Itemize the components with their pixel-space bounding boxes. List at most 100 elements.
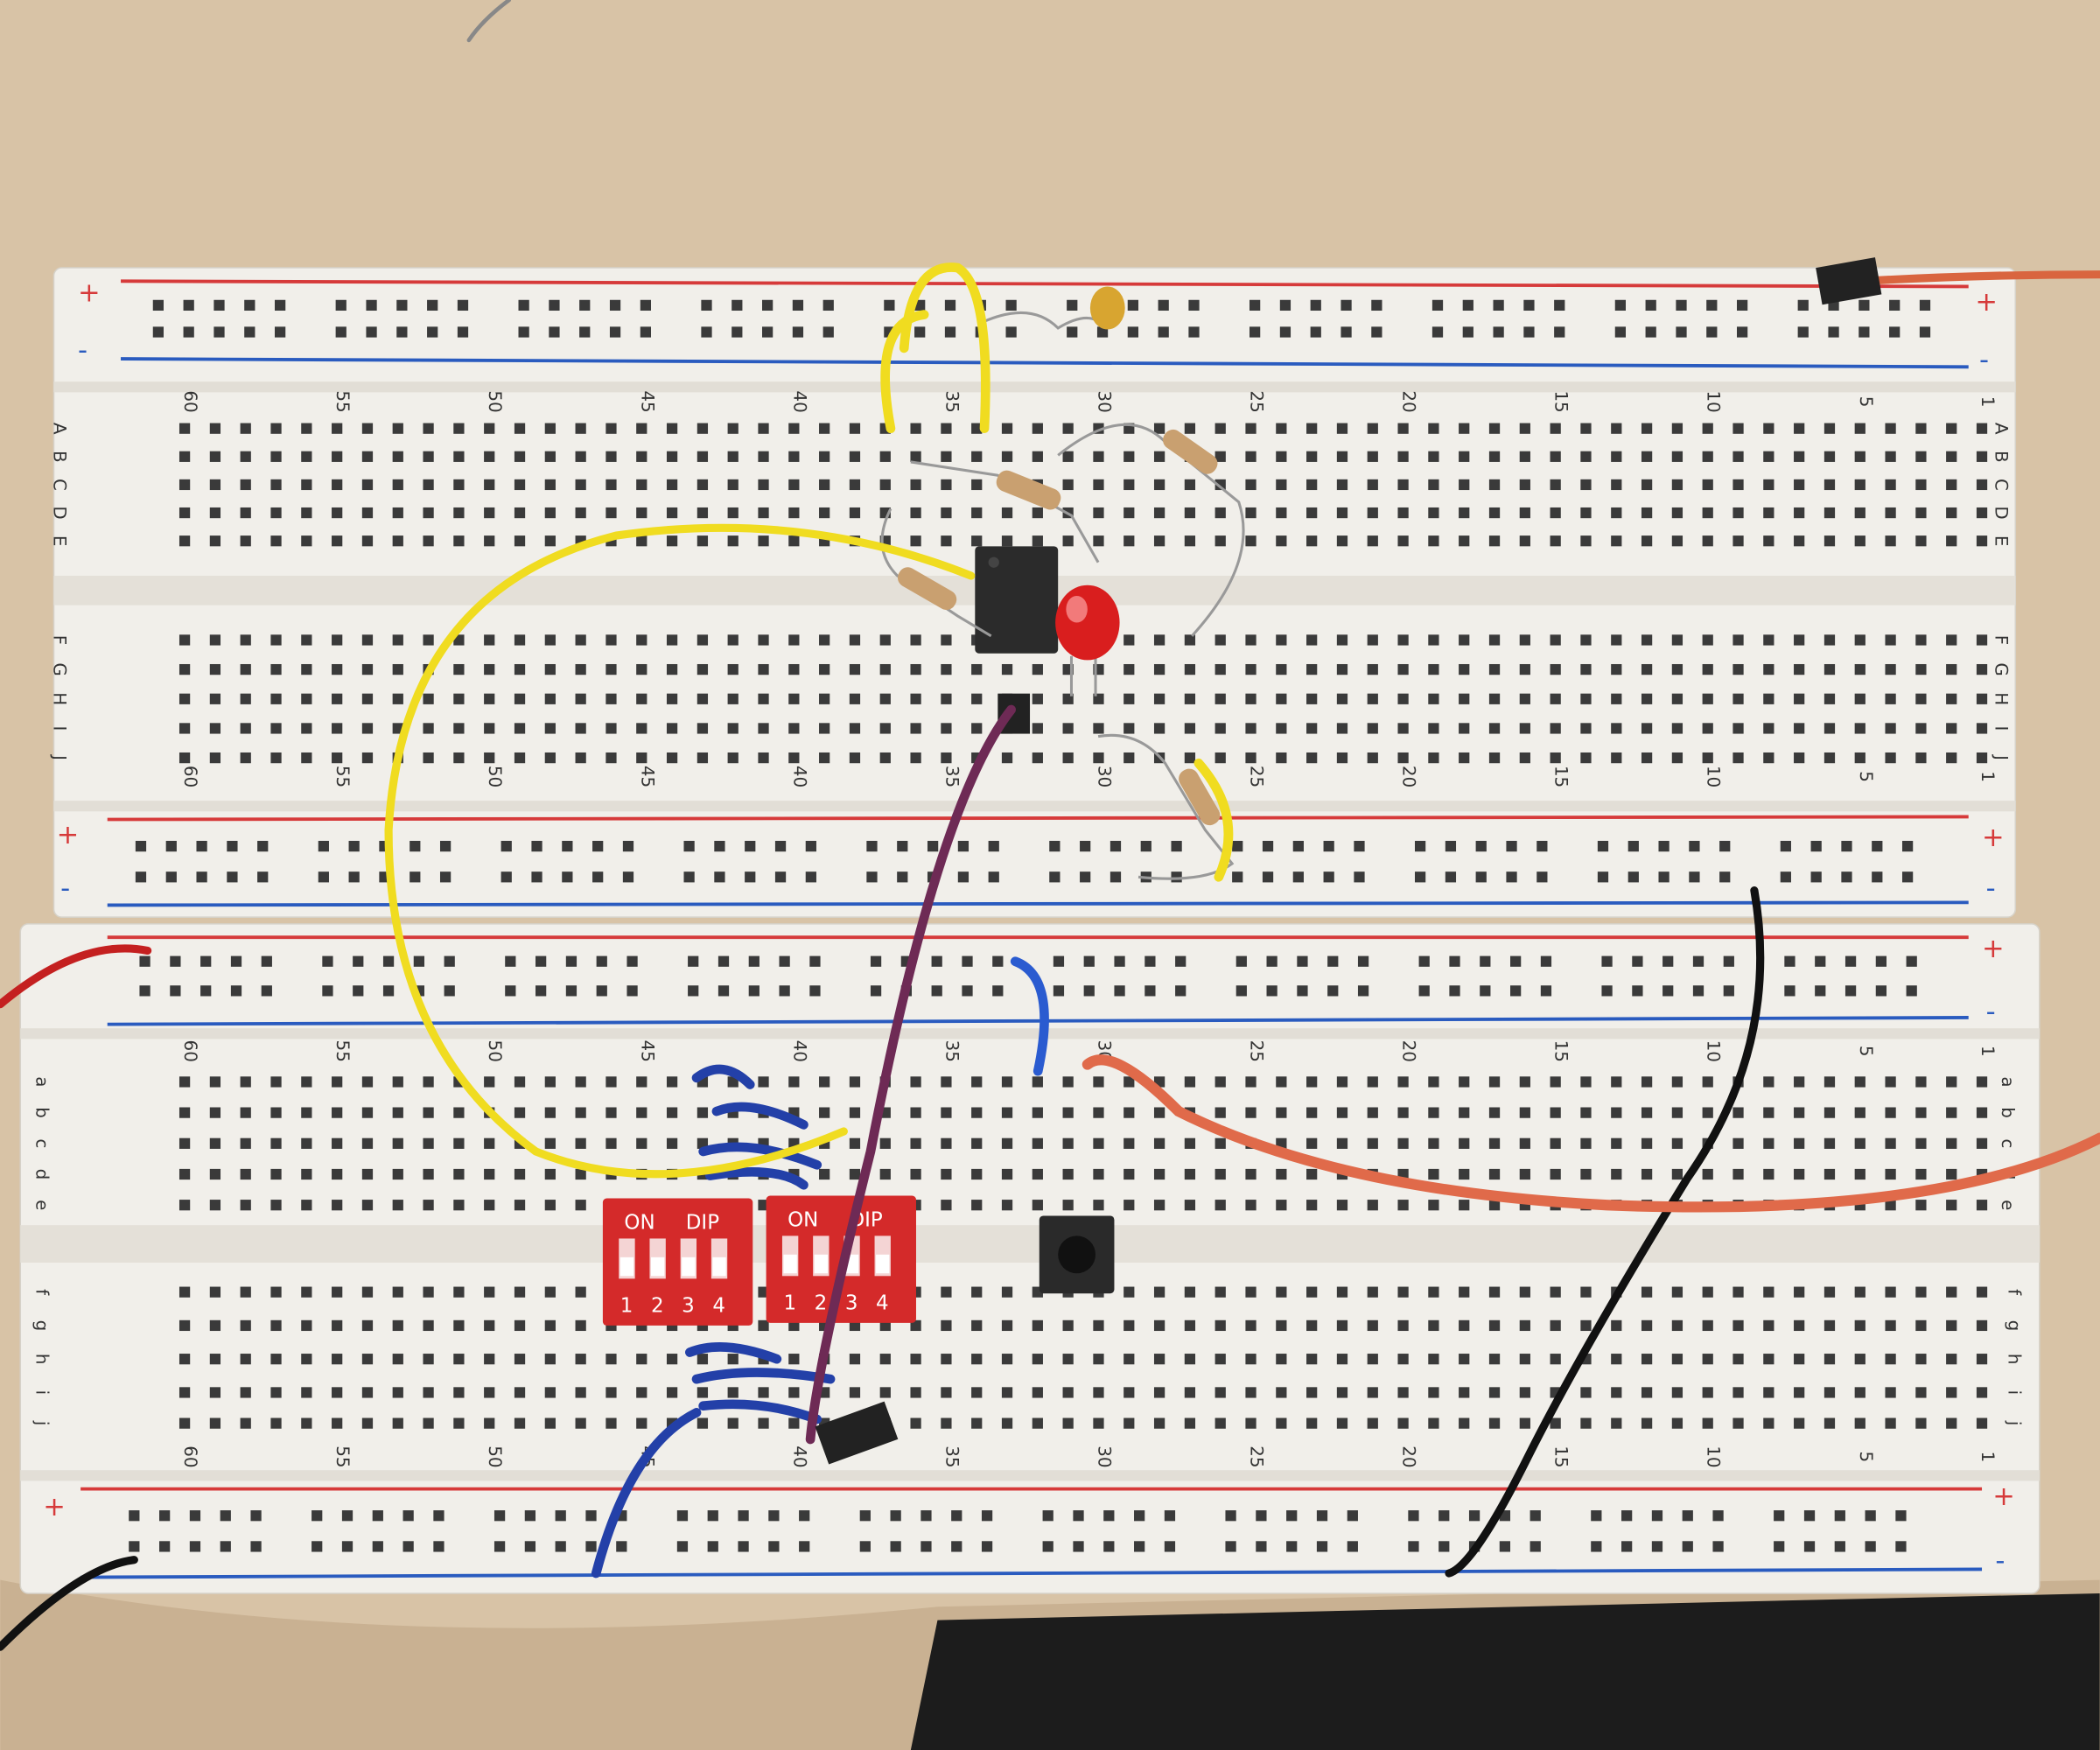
hole	[1671, 723, 1684, 734]
hole	[1580, 693, 1592, 704]
hole	[788, 451, 800, 462]
hole	[209, 479, 221, 491]
hole	[484, 1076, 495, 1088]
hole	[514, 723, 526, 734]
hole	[209, 1354, 221, 1365]
hole	[453, 1168, 465, 1180]
hole	[1214, 1168, 1226, 1180]
hole	[178, 752, 191, 764]
column-number: 10	[1704, 766, 1724, 788]
hole	[392, 1076, 403, 1088]
hole	[701, 326, 712, 338]
hole	[1214, 1354, 1226, 1365]
hole	[1062, 752, 1074, 764]
hole	[453, 1286, 465, 1298]
hole	[1445, 840, 1457, 852]
hole	[514, 451, 526, 462]
hole	[392, 536, 403, 547]
hole	[575, 1138, 586, 1149]
hole	[866, 840, 878, 852]
hole	[209, 1418, 221, 1429]
hole	[819, 479, 830, 491]
hole	[1093, 1168, 1104, 1180]
row-letter: I	[1991, 726, 2011, 732]
hole	[1885, 479, 1896, 491]
hole	[1519, 634, 1530, 646]
hole	[200, 985, 212, 997]
dip-toggle-knob	[712, 1256, 726, 1277]
hole	[1428, 1286, 1439, 1298]
hole	[1519, 1076, 1530, 1088]
row-letter: E	[50, 536, 70, 547]
hole	[666, 507, 678, 519]
hole	[1919, 326, 1931, 338]
hole	[758, 1320, 769, 1332]
hole	[696, 693, 709, 704]
hole	[1732, 451, 1744, 462]
hole	[1428, 1320, 1439, 1332]
hole	[1889, 326, 1900, 338]
hole	[1580, 536, 1592, 547]
hole	[1245, 1168, 1256, 1180]
hole	[514, 634, 526, 646]
hole	[1580, 1168, 1592, 1180]
hole	[732, 299, 743, 312]
row-letter: B	[1991, 451, 2011, 463]
hole	[1214, 752, 1226, 764]
hole	[1885, 723, 1896, 734]
hole	[1488, 507, 1501, 519]
hole	[738, 1541, 749, 1552]
hole	[1153, 1200, 1166, 1211]
hole	[1854, 663, 1866, 676]
hole	[1946, 1200, 1957, 1211]
hole	[1614, 326, 1626, 338]
hole	[453, 1138, 465, 1149]
hole	[332, 1418, 343, 1429]
hole	[1124, 1418, 1135, 1429]
hole	[209, 1107, 221, 1118]
hole	[727, 507, 738, 519]
hole	[332, 663, 343, 676]
hole	[301, 1138, 312, 1149]
hole	[1093, 723, 1104, 734]
hole	[453, 423, 465, 434]
hole	[392, 1387, 403, 1398]
hole	[214, 299, 225, 312]
hole	[1519, 1286, 1530, 1298]
hole	[1214, 1107, 1226, 1118]
hole	[514, 663, 526, 676]
hole	[1591, 1541, 1602, 1552]
hole	[1611, 1418, 1622, 1429]
hole	[423, 634, 434, 646]
hole	[270, 1387, 282, 1398]
capacitor	[984, 286, 1125, 330]
hole	[1153, 507, 1166, 519]
hole	[270, 723, 282, 734]
hole	[1844, 956, 1857, 967]
hole	[209, 1387, 221, 1398]
hole	[1367, 451, 1378, 462]
hole	[696, 1418, 709, 1429]
dip-position-3: 3	[682, 1295, 695, 1318]
hole	[1245, 1418, 1256, 1429]
hole	[1184, 663, 1196, 676]
hole	[500, 872, 512, 883]
hole	[348, 872, 360, 883]
hole	[1357, 956, 1369, 967]
hole	[544, 1354, 556, 1365]
hole	[1171, 840, 1182, 852]
dip-toggle-knob	[650, 1256, 665, 1277]
hole	[1946, 663, 1957, 676]
hole	[332, 723, 343, 734]
hole	[423, 1354, 434, 1365]
hole	[549, 299, 560, 312]
hole	[439, 840, 452, 852]
hole	[1794, 1076, 1805, 1088]
hole	[1875, 985, 1887, 997]
hole	[1732, 1387, 1744, 1398]
hole	[484, 693, 495, 704]
dip-switch-1[interactable]: ON DIP 1 2 3 4	[602, 1198, 753, 1326]
hole	[1153, 1168, 1166, 1180]
hole	[1001, 663, 1013, 676]
dip-position-2: 2	[815, 1292, 828, 1315]
